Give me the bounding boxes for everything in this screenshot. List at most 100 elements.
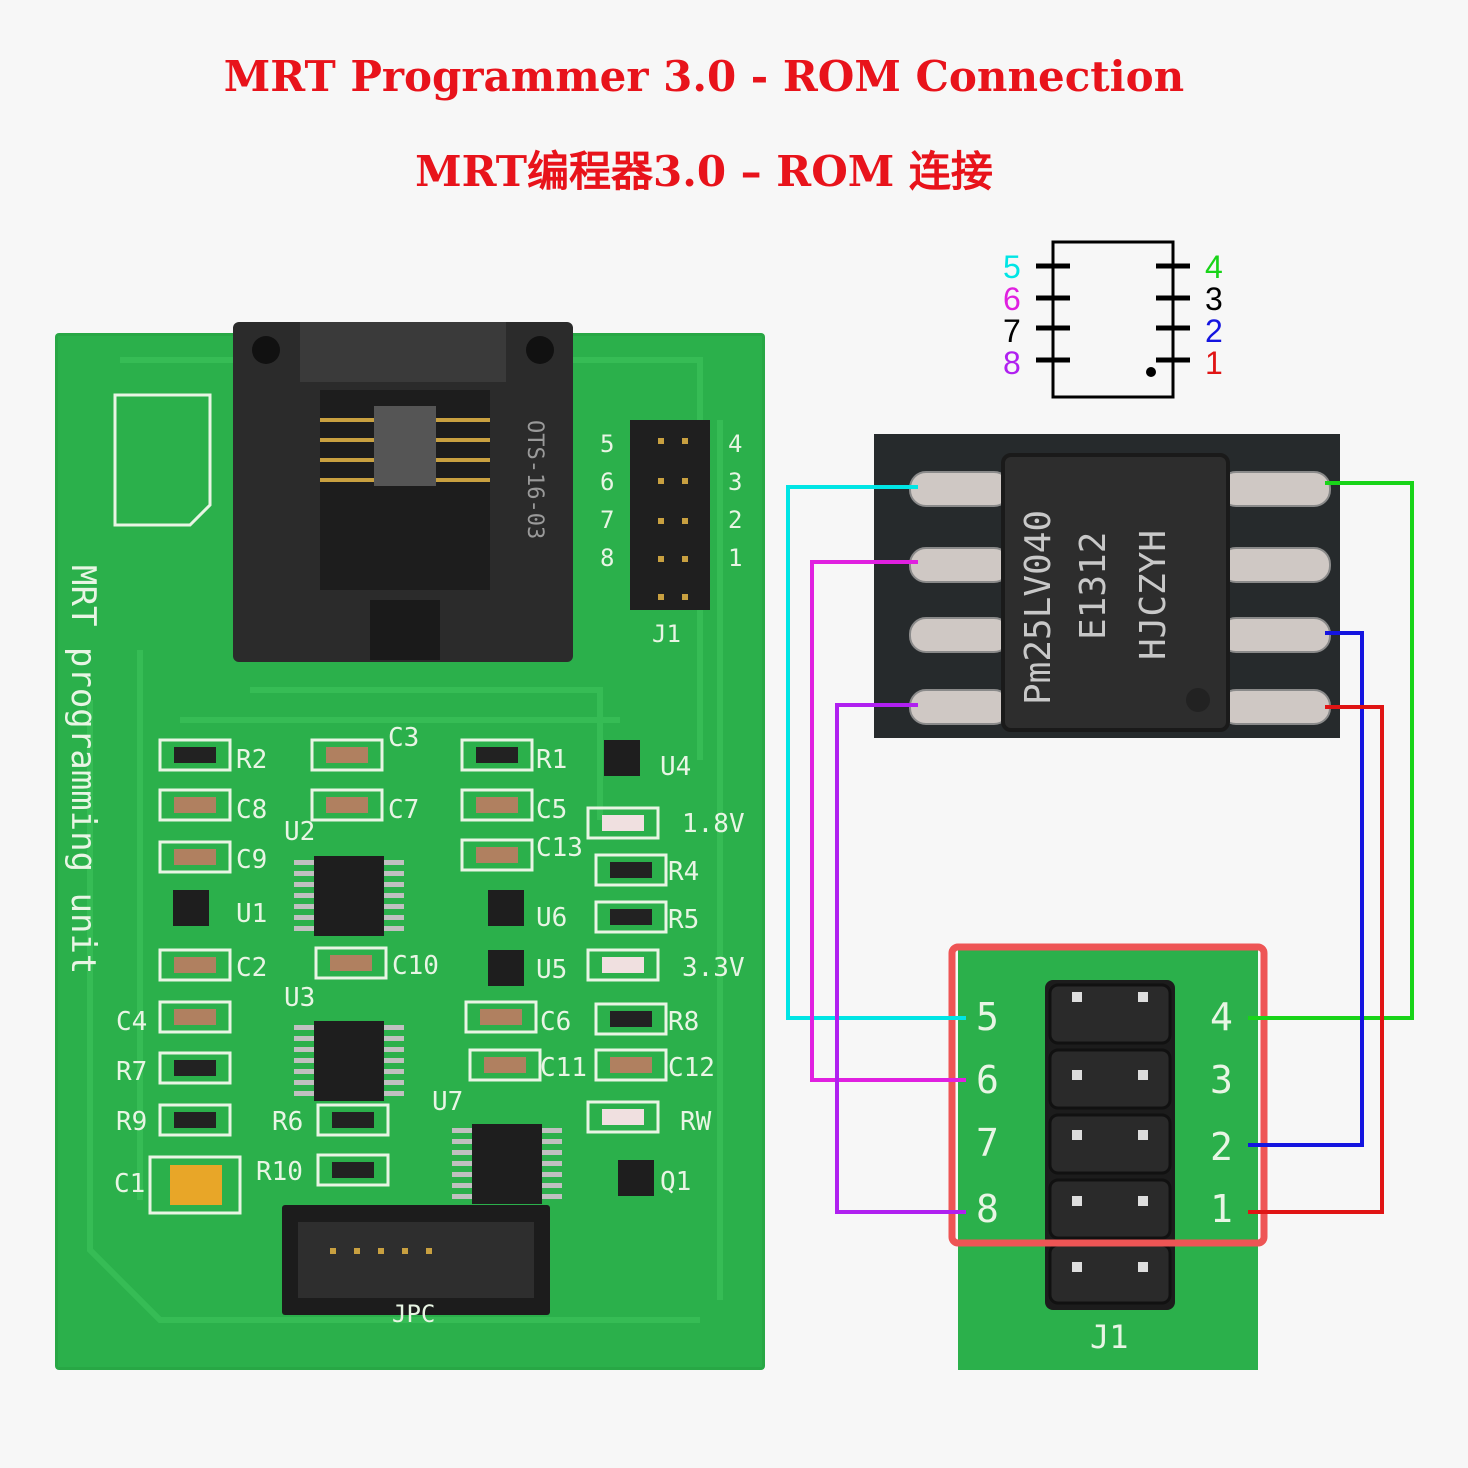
jpc-label: JPC xyxy=(392,1300,435,1328)
component-r9: R9 xyxy=(116,1103,232,1137)
page-title: MRT Programmer 3.0 - ROM Connection xyxy=(223,52,1185,101)
component-label: C13 xyxy=(536,833,583,863)
component-r1: R1 xyxy=(460,738,567,775)
pinout-right-pin: 2 xyxy=(1205,313,1223,349)
closeup-left-pin: 8 xyxy=(976,1187,999,1231)
wire-pin1 xyxy=(1248,705,1384,1214)
board-header-left-pin: 6 xyxy=(600,468,614,496)
component-label: R10 xyxy=(256,1157,303,1187)
component-label: C8 xyxy=(236,795,267,825)
wire-pin4 xyxy=(1248,481,1414,1020)
board-header-right-pin: 1 xyxy=(728,544,742,572)
component-label: C7 xyxy=(388,795,419,825)
pinout-left-pin: 6 xyxy=(1003,281,1021,317)
component-r7: R7 xyxy=(116,1051,232,1087)
component-c12: C12 xyxy=(594,1048,715,1083)
wire-pin5 xyxy=(786,485,966,1020)
component-u1: U1 xyxy=(173,890,267,929)
component-r2: R2 xyxy=(158,738,267,775)
component-label: R5 xyxy=(668,905,699,935)
component-label: R9 xyxy=(116,1107,147,1137)
component-label: R7 xyxy=(116,1057,147,1087)
board-header-left-pin: 7 xyxy=(600,506,614,534)
component-label: R6 xyxy=(272,1107,303,1137)
socket-label: OTS-16-03 xyxy=(522,420,547,539)
component-label: 3.3V xyxy=(682,953,745,983)
closeup-right-pin: 4 xyxy=(1210,995,1233,1039)
component-c6: C6 xyxy=(464,1000,571,1037)
closeup-left-pin: 6 xyxy=(976,1058,999,1102)
component-label: R2 xyxy=(236,745,267,775)
component-c9: C9 xyxy=(158,840,267,875)
component-c1: C1 xyxy=(114,1155,242,1215)
component-c10: C10 xyxy=(314,946,439,981)
wire-pin2 xyxy=(1248,631,1364,1147)
component-r8: R8 xyxy=(594,1002,699,1037)
pinout-right-pin: 4 xyxy=(1205,249,1223,285)
component-c13: C13 xyxy=(460,833,583,872)
component-label: C9 xyxy=(236,845,267,875)
component-label: R8 xyxy=(668,1007,699,1037)
board-header-left-pin: 5 xyxy=(600,430,614,458)
pinout-right-pin: 1 xyxy=(1205,345,1223,381)
component-rw: RW xyxy=(586,1100,712,1137)
component-c2: C2 xyxy=(158,948,267,983)
connection-wires xyxy=(786,481,1414,1214)
chip-marking-line3: HJCZYH xyxy=(1133,530,1174,660)
pinout-left-pin: 5 xyxy=(1003,249,1021,285)
component-label: C5 xyxy=(536,795,567,825)
component-c3: C3 xyxy=(310,723,419,772)
component-c4: C4 xyxy=(116,1000,232,1037)
component-c8: C8 xyxy=(158,788,267,825)
closeup-right-pin: 3 xyxy=(1210,1058,1233,1102)
component-label: U4 xyxy=(660,752,691,782)
component-label: C12 xyxy=(668,1053,715,1083)
board-header-right-pin: 4 xyxy=(728,430,742,458)
component-label: C2 xyxy=(236,953,267,983)
component-r6: R6 xyxy=(272,1103,390,1137)
component-r5: R5 xyxy=(594,900,699,935)
pin1-marker-icon xyxy=(1146,367,1156,377)
board-header-right-pin: 2 xyxy=(728,506,742,534)
component-u4: U4 xyxy=(604,740,691,782)
closeup-label: J1 xyxy=(1090,1318,1129,1356)
component-u2: U2 xyxy=(284,817,404,936)
component-label: U1 xyxy=(236,899,267,929)
component-label: C3 xyxy=(388,723,419,753)
closeup-right-pin: 1 xyxy=(1210,1187,1233,1231)
component-label: C11 xyxy=(540,1053,587,1083)
page-subtitle: MRT编程器3.0 – ROM 连接 xyxy=(415,147,993,196)
component-label: Q1 xyxy=(660,1167,691,1197)
component-3-3v: 3.3V xyxy=(586,948,745,983)
component-label: R4 xyxy=(668,857,699,887)
chip-marking-line2: E1312 xyxy=(1073,532,1114,640)
component-label: U7 xyxy=(432,1087,463,1117)
component-label: U6 xyxy=(536,903,567,933)
board-header-right-pin: 3 xyxy=(728,468,742,496)
component-q1: Q1 xyxy=(618,1160,691,1197)
jpc-connector: JPC xyxy=(282,1205,550,1328)
board-header-j1: 5 6 7 8 4 3 2 1 J1 xyxy=(600,420,742,648)
component-label: U5 xyxy=(536,955,567,985)
component-u6: U6 xyxy=(488,890,567,933)
board-header-label: J1 xyxy=(652,620,681,648)
component-u5: U5 xyxy=(488,950,567,986)
component-c11: C11 xyxy=(468,1048,587,1083)
closeup-right-pin: 2 xyxy=(1210,1125,1233,1169)
component-label: U3 xyxy=(284,983,315,1013)
component-1-8v: 1.8V xyxy=(586,806,745,840)
component-u3: U3 xyxy=(284,983,404,1101)
wire-pin6 xyxy=(810,560,966,1082)
component-label: RW xyxy=(680,1107,712,1137)
component-u7: U7 xyxy=(432,1087,562,1204)
component-label: C10 xyxy=(392,951,439,981)
board-silkscreen: MRT programming unit xyxy=(63,565,103,974)
pinout-left-pin: 7 xyxy=(1003,313,1021,349)
header-closeup: 5 6 7 8 4 3 2 1 J1 xyxy=(948,943,1268,1370)
component-c5: C5 xyxy=(460,788,567,825)
closeup-left-pin: 7 xyxy=(976,1121,999,1165)
chip-marking-line1: Pm25LV040 xyxy=(1018,510,1059,705)
highlight-box xyxy=(948,943,1268,1247)
component-label: R1 xyxy=(536,745,567,775)
